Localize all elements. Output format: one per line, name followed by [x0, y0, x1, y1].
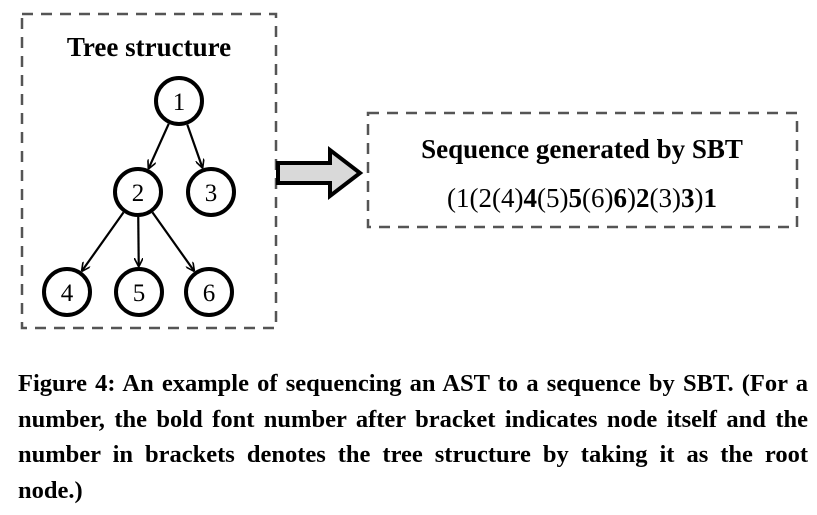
figure-caption: Figure 4: An example of sequencing an AS… [18, 370, 808, 504]
tree-nodes: 1 2 3 4 5 6 [42, 76, 236, 317]
sequence-token: 4 [524, 183, 538, 213]
svg-text:6: 6 [203, 280, 216, 307]
svg-text:2: 2 [132, 180, 145, 207]
sequence-token: (4) [492, 183, 523, 213]
sequence-token: ) [627, 183, 636, 213]
sequence-box [366, 111, 799, 229]
sequence-token: (5) [537, 183, 568, 213]
tree-node-2: 2 [113, 167, 163, 217]
tree-edge-1-2 [149, 123, 170, 169]
sequence-token: ) [694, 183, 703, 213]
tree-node-5: 5 [114, 267, 164, 317]
sequence-token: (1 [447, 183, 470, 213]
sequence-token: 2 [636, 183, 650, 213]
transform-arrow-icon [276, 145, 364, 201]
tree-node-1: 1 [154, 76, 204, 126]
tree-edge-2-6 [151, 211, 193, 270]
tree-title: Tree structure [67, 32, 231, 62]
sequence-token: (6) [582, 183, 613, 213]
svg-text:3: 3 [205, 180, 218, 207]
sequence-token: 5 [569, 183, 583, 213]
tree-edges [82, 123, 202, 271]
sequence-title: Sequence generated by SBT [421, 134, 743, 164]
tree-box [20, 12, 278, 330]
tree-edge-1-3 [186, 124, 202, 168]
sbt-sequence: (1(2(4)4(5)5(6)6)2(3)3)1 [447, 183, 717, 213]
svg-text:1: 1 [173, 89, 186, 116]
sequence-token: 3 [681, 183, 695, 213]
tree-edge-2-4 [82, 211, 125, 270]
sequence-token: (2 [470, 183, 493, 213]
tree-node-6: 6 [184, 267, 234, 317]
tree-node-4: 4 [42, 267, 92, 317]
sequence-token: 1 [703, 183, 717, 213]
svg-text:5: 5 [133, 280, 146, 307]
tree-node-3: 3 [186, 167, 236, 217]
sequence-token: (3) [649, 183, 680, 213]
sbt-diagram: Tree structure 1 2 3 4 5 6 Se [20, 12, 799, 330]
sequence-token: 6 [613, 183, 627, 213]
svg-text:4: 4 [61, 280, 74, 307]
